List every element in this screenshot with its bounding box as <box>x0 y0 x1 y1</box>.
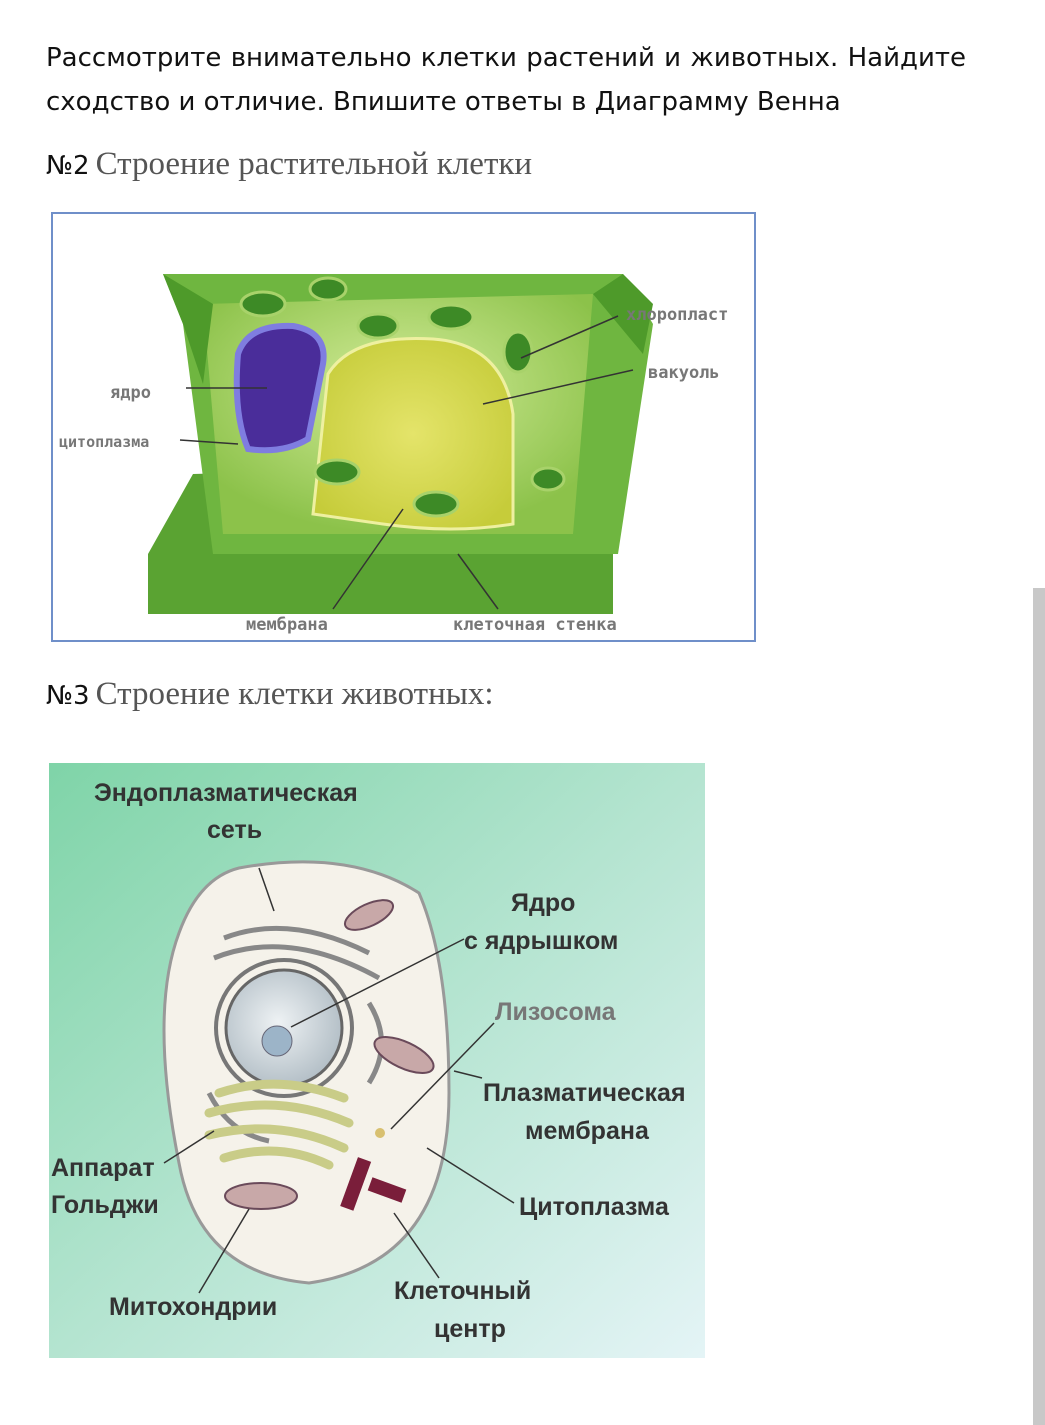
scrollbar[interactable] <box>1033 588 1045 1425</box>
section-number: №2 <box>46 151 90 181</box>
label-cytoplasm: цитоплазма <box>59 433 149 451</box>
label-membrane: мембрана <box>246 615 328 635</box>
label-er-1: Эндоплазматическая <box>94 779 358 807</box>
section-number: №3 <box>46 681 90 711</box>
label-er-2: сеть <box>207 816 262 844</box>
label-lysosome: Лизосома <box>495 998 617 1026</box>
plant-cell-illustration: хлоропласт вакуоль ядро цитоплазма мембр… <box>59 274 728 635</box>
label-centrosome-2: центр <box>434 1315 506 1343</box>
label-vacuole: вакуоль <box>648 363 720 383</box>
plant-cell-diagram: хлоропласт вакуоль ядро цитоплазма мембр… <box>51 212 756 642</box>
label-membrane-1: Плазматическая <box>483 1079 686 1107</box>
intro-text: Рассмотрите внимательно клетки растений … <box>46 43 966 117</box>
label-golgi-2: Гольджи <box>51 1191 159 1219</box>
label-nucleus-2: с ядрышком <box>464 927 618 955</box>
label-nucleus-1: Ядро <box>511 889 575 917</box>
label-centrosome-1: Клеточный <box>394 1277 531 1305</box>
label-cell-wall: клеточная стенка <box>453 615 617 635</box>
section-title: Строение клетки животных: <box>95 676 494 712</box>
label-membrane-2: мембрана <box>525 1117 650 1145</box>
label-chloroplast: хлоропласт <box>626 305 728 325</box>
label-mitochondria: Митохондрии <box>109 1293 277 1321</box>
label-cytoplasm: Цитоплазма <box>519 1193 670 1221</box>
animal-cell-diagram: Эндоплазматическая сеть Ядро с ядрышком … <box>49 763 705 1358</box>
label-golgi-1: Аппарат <box>51 1154 155 1182</box>
section-title: Строение растительной клетки <box>95 146 533 182</box>
animal-cell-illustration: Эндоплазматическая сеть Ядро с ядрышком … <box>49 763 705 1358</box>
label-nucleus: ядро <box>110 383 151 403</box>
